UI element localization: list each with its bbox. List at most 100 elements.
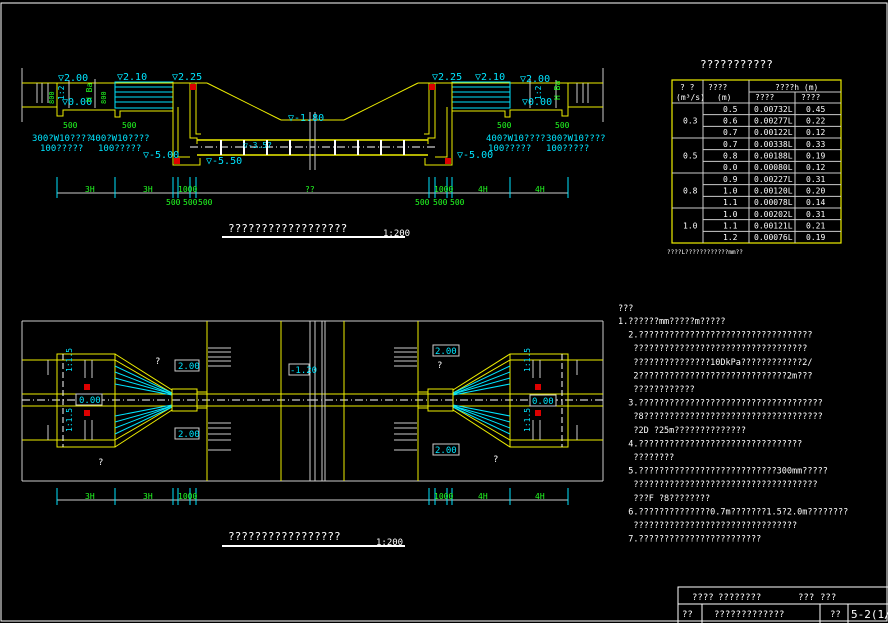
cell-flow: 1.0: [683, 222, 698, 231]
th-depth-unit: (m): [717, 93, 731, 102]
dim: 500: [122, 121, 137, 130]
dim: 500: [198, 198, 213, 207]
note-line: 2.??????????????????????????????????: [618, 331, 812, 341]
cell-value: 0.00122L: [754, 128, 793, 137]
note: 100?????: [546, 144, 589, 154]
label-elev: 2.00: [178, 362, 200, 372]
th-group: ????h (m): [775, 83, 818, 92]
dim: 1000: [434, 492, 453, 501]
cell-depth: 1.1: [723, 198, 738, 207]
note-line: 3.????????????????????????????????????: [618, 399, 823, 409]
dim: 3H: [143, 492, 153, 501]
plan-half-geometry: [21, 320, 313, 505]
elev-wall-left: ▽2.25: [172, 72, 202, 83]
label-slope: 1:1.5: [65, 408, 74, 432]
label-slope: 1:1.5: [523, 408, 532, 432]
cell-head: 0.33: [806, 140, 825, 149]
note-line: 7.????????????????????????: [618, 535, 761, 545]
cell-head: 0.19: [806, 152, 825, 161]
label-q: ?: [493, 455, 498, 465]
cell-depth: 0.9: [723, 175, 738, 184]
cell-head: 0.19: [806, 233, 825, 242]
label-elev: 2.00: [178, 430, 200, 440]
table-title: ???????????: [700, 58, 773, 71]
notes-heading: ???: [618, 304, 633, 314]
section-labels: ▽2.00 ▽2.10 ▽2.25 ▽0.00 ▽-1.80 ▽-5.00 ▽-…: [32, 72, 606, 207]
dim: 1000: [434, 185, 453, 194]
elev-bottom-right: ▽-5.00: [457, 150, 493, 161]
label-water-left: 0.00: [79, 396, 101, 406]
tb-cell: ???: [798, 593, 814, 603]
notes: ??? 1.??????mm?????m????? 2.????????????…: [618, 304, 848, 545]
tb-cell: ??: [830, 610, 841, 620]
cell-head: 0.20: [806, 187, 825, 196]
note: 100?????: [40, 144, 83, 154]
dim: 500: [183, 198, 198, 207]
th-sub2: ????: [801, 93, 820, 102]
label-q: ?: [98, 458, 103, 468]
elev-water-left: ▽0.00: [62, 97, 92, 108]
dim-hb-right: H Ba: [553, 81, 562, 100]
dim-slope-right: 1:2: [534, 85, 543, 100]
note-line: 5.???????????????????????????300mm?????: [618, 467, 828, 477]
cell-value: 0.00121L: [754, 222, 793, 231]
tb-cell: ????????: [718, 593, 761, 603]
cell-depth: 1.0: [723, 210, 738, 219]
cell-head: 0.31: [806, 175, 825, 184]
dim: 500: [415, 198, 430, 207]
dim: ??: [305, 185, 315, 194]
note-line: 4.????????????????????????????????: [618, 439, 802, 449]
title-underline: [222, 545, 405, 547]
tb-cell: ????: [692, 593, 714, 603]
note-line: ???F ?8????????: [618, 494, 710, 504]
th-flow-unit: (m³/s): [676, 93, 705, 102]
note: 400?W10????: [90, 134, 150, 144]
dim: 500: [497, 121, 512, 130]
section-half-geometry: [21, 68, 313, 198]
cell-head: 0.12: [806, 128, 825, 137]
cell-depth: 0.0: [723, 163, 738, 172]
cell-head: 0.22: [806, 117, 825, 126]
elev-stair-left: ▽2.10: [117, 72, 147, 83]
label-center: -1.20: [290, 366, 317, 376]
cell-value: 0.00338L: [754, 140, 793, 149]
plan-title: ?????????????????: [228, 530, 341, 543]
dim: 500: [555, 121, 570, 130]
cell-value: 0.00202L: [754, 210, 793, 219]
table-footnote: ????L????????????mm??: [667, 249, 743, 256]
cell-value: 0.00078L: [754, 198, 793, 207]
cell-value: 0.00076L: [754, 233, 793, 242]
dim: 4H: [478, 185, 488, 194]
cell-head: 0.45: [806, 105, 825, 114]
elev-water-right: ▽0.00: [522, 97, 552, 108]
dim: 500: [166, 198, 181, 207]
th-flow: ? ?: [680, 83, 695, 92]
cell-flow: 0.5: [683, 152, 698, 161]
note-line: ????????????????????????????????: [618, 521, 797, 531]
tb-cell: ?????????????: [714, 610, 784, 620]
hydraulic-table: ? ? (m³/s) ???? (m) ????h (m) ???? ???? …: [671, 79, 842, 244]
cell-depth: 0.8: [723, 152, 738, 161]
dim: 1000: [178, 185, 197, 194]
cell-head: 0.21: [806, 222, 825, 231]
cell-depth: 1.2: [723, 233, 738, 242]
elev-stair-right: ▽2.10: [475, 72, 505, 83]
dim-800: 800: [100, 91, 108, 104]
label-water-right: 0.00: [532, 397, 554, 407]
dim: 3H: [85, 492, 95, 501]
tb-cell: ???: [820, 593, 836, 603]
cell-depth: 1.0: [723, 187, 738, 196]
section-title: ??????????????????: [228, 222, 347, 235]
elev-bottom-left: ▽-5.00: [143, 150, 179, 161]
note-line: 6.??????????????0.7m???????1.5?2.0m?????…: [618, 507, 848, 517]
cell-depth: 1.1: [723, 222, 738, 231]
note-line: ???????????????10DkPa????????????2/: [618, 358, 812, 368]
cell-value: 0.00120L: [754, 187, 793, 196]
elev-channel: ▽-1.80: [288, 113, 324, 124]
dim: 500: [63, 121, 78, 130]
note-line: ?8???????????????????????????????????: [618, 412, 823, 422]
label-elev: 2.00: [435, 347, 457, 357]
dim-800: 800: [48, 91, 56, 104]
